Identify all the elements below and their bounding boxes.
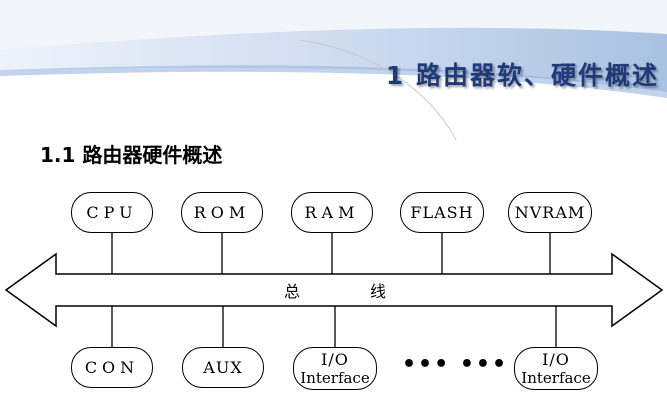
component-aux: AUX [182,347,264,388]
component-io-interface-1: I/O Interface [293,347,377,390]
component-rom: ROM [181,192,263,233]
component-flash: FLASH [400,192,484,233]
component-sublabel: Interface [300,368,370,387]
component-label: NVRAM [514,202,586,222]
component-cpu: CPU [71,192,153,233]
component-con: CON [71,347,153,388]
component-io-interface-2: I/O Interface [514,347,598,390]
top-connectors [111,232,551,274]
bus-label-char-2: 线 [370,282,387,301]
bus-arrow [4,252,664,328]
component-label: CPU [86,202,138,222]
component-label: FLASH [410,202,474,222]
bottom-connectors [111,306,557,348]
bus-label-char-1: 总 [284,282,301,301]
component-ram: RAM [291,192,373,233]
component-sublabel: Interface [521,368,591,387]
slide-title: 1 路由器软、硬件概述 [385,61,659,90]
component-label: I/O [321,349,349,369]
section-title: 1.1 路由器硬件概述 [40,143,223,167]
component-label: AUX [203,357,243,377]
component-label: CON [84,357,140,377]
component-nvram: NVRAM [508,192,592,233]
ellipsis-more-components: ••• ••• [402,352,509,377]
component-label: RAM [304,202,360,222]
component-label: I/O [542,349,570,369]
header-swoosh-decoration [0,0,667,140]
component-label: ROM [193,202,251,222]
